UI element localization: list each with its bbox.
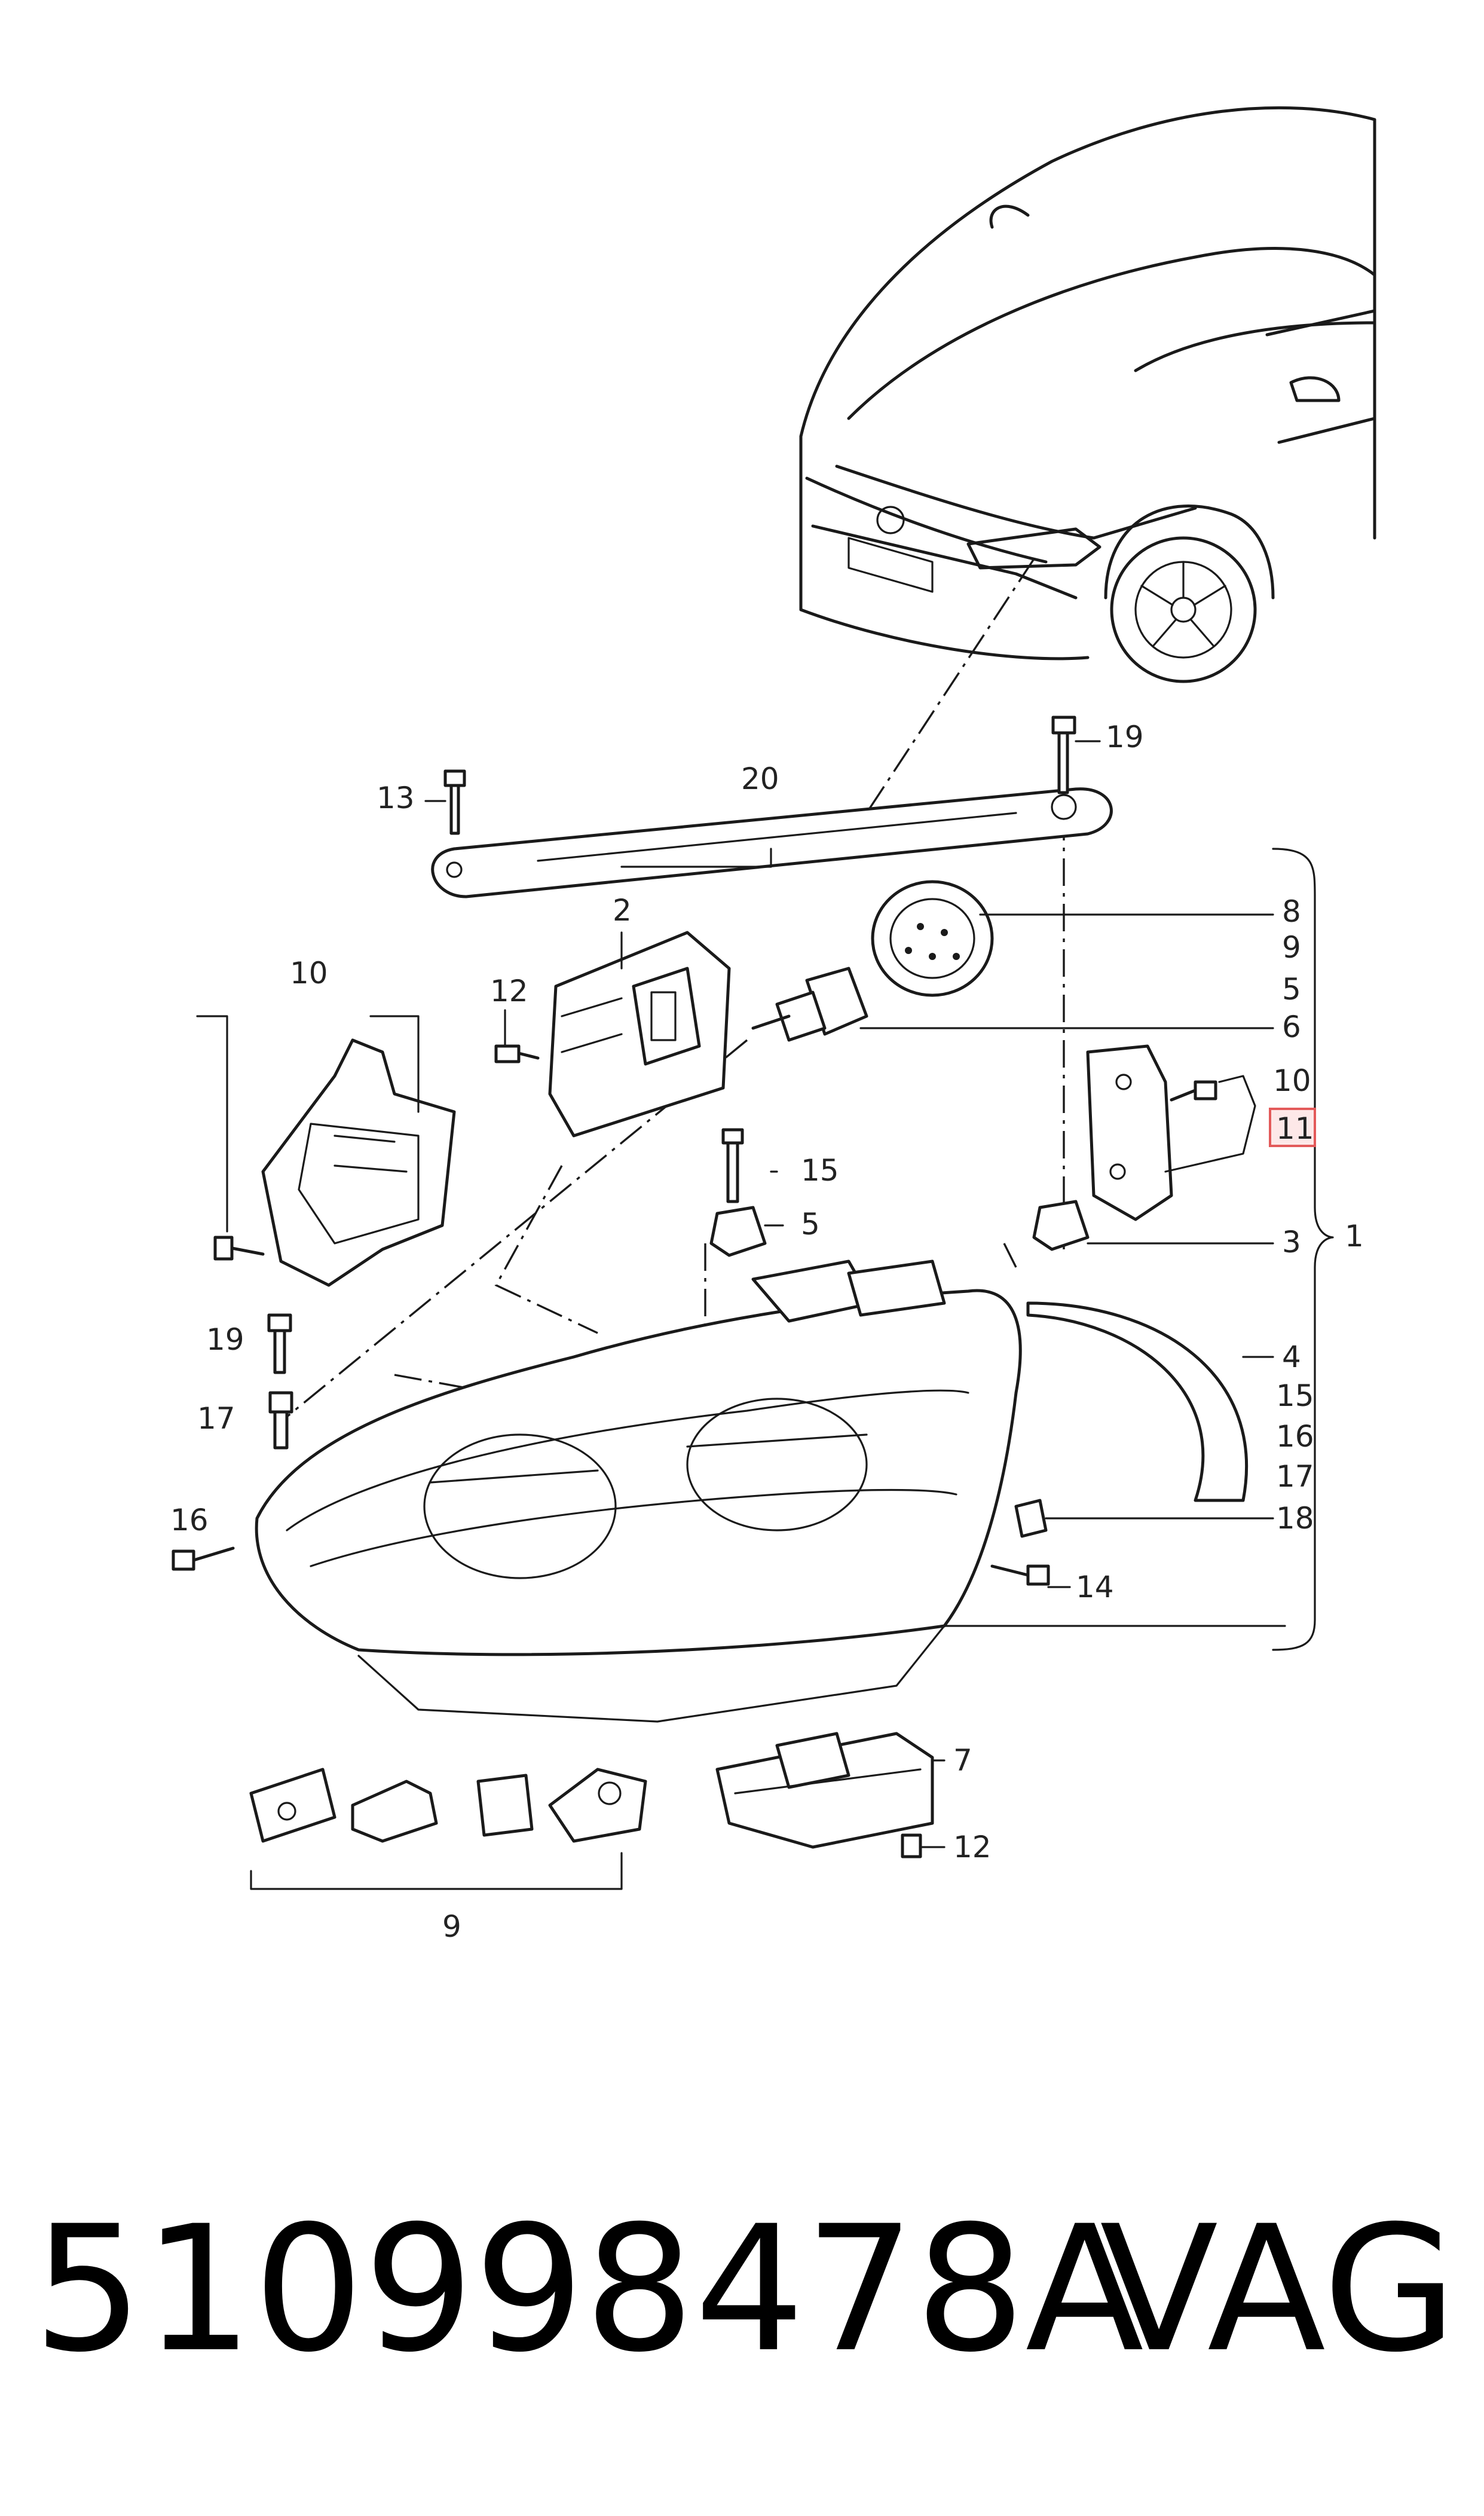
callout-19-left[interactable]: 19 [206, 1322, 244, 1357]
adjuster-plate-part-11[interactable] [1086, 1044, 1173, 1221]
callout-15-top[interactable]: 15 [801, 1153, 839, 1188]
callout-16-left[interactable]: 16 [170, 1503, 209, 1537]
callout-9-bottom[interactable]: 9 [442, 1909, 461, 1944]
screw-12-top[interactable] [494, 1044, 540, 1063]
callout-18[interactable]: 18 [1276, 1501, 1314, 1536]
callout-17-right[interactable]: 17 [1276, 1459, 1314, 1494]
callout-19-top[interactable]: 19 [1106, 720, 1144, 754]
callout-10-left[interactable]: 10 [290, 956, 328, 990]
support-bracket-part-20[interactable] [431, 787, 1113, 898]
callout-17-left[interactable]: 17 [197, 1401, 235, 1436]
control-unit-part-2[interactable] [548, 931, 731, 1138]
callout-10-right[interactable]: 10 [1273, 1063, 1311, 1098]
callout-4[interactable]: 4 [1282, 1340, 1301, 1374]
bulb-part-6[interactable] [751, 967, 868, 1042]
callout-2[interactable]: 2 [613, 893, 632, 928]
callout-5-right[interactable]: 5 [1282, 972, 1301, 1007]
callout-15-right[interactable]: 15 [1276, 1378, 1314, 1413]
callout-9-right[interactable]: 9 [1282, 930, 1301, 965]
trim-strip-part-4[interactable] [1026, 1301, 1248, 1502]
caption: 510998478A VAG [33, 2189, 1457, 2390]
brand-label: VAG [1100, 2189, 1457, 2390]
callout-16-right[interactable]: 16 [1276, 1419, 1314, 1454]
screw-adjuster[interactable] [1170, 1080, 1217, 1102]
part-number: 510998478A [33, 2189, 1145, 2390]
callout-3[interactable]: 3 [1282, 1225, 1301, 1259]
headlight-assembly-part-1[interactable] [255, 1259, 1022, 1723]
screw-13[interactable] [443, 769, 466, 835]
callout-12-bottom[interactable]: 12 [953, 1830, 992, 1864]
callout-11-highlight [1269, 1108, 1316, 1147]
callout-6[interactable]: 6 [1282, 1010, 1301, 1044]
screw-12-bottom[interactable] [901, 1833, 922, 1858]
callout-14[interactable]: 14 [1076, 1570, 1114, 1604]
callout-11[interactable]: 11 [1276, 1111, 1314, 1146]
ballast-unit-part-7[interactable] [715, 1732, 934, 1849]
callout-20[interactable]: 20 [741, 762, 779, 796]
clip-part-18[interactable] [1014, 1499, 1048, 1538]
callout-5[interactable]: 5 [801, 1207, 820, 1242]
callout-7[interactable]: 7 [953, 1743, 972, 1778]
callout-8[interactable]: 8 [1282, 894, 1301, 929]
screw-19-top[interactable] [1051, 716, 1076, 794]
screw-bracket-10[interactable] [213, 1236, 265, 1261]
callout-12-top[interactable]: 12 [490, 974, 528, 1008]
car-illustration [799, 106, 1376, 683]
screw-16[interactable] [172, 1546, 235, 1571]
mount-clip-part-3[interactable] [1032, 1200, 1090, 1251]
mount-clip-part-5[interactable] [709, 1128, 767, 1257]
callout-leaders [196, 740, 1334, 1890]
callout-1[interactable]: 1 [1345, 1219, 1364, 1254]
bracket-part-10[interactable] [261, 1038, 456, 1287]
callout-labels: 20 19 13 2 10 12 8 9 5 6 10 11 15 5 3 1 … [170, 720, 1364, 1944]
screw-14[interactable] [990, 1564, 1050, 1586]
callout-13[interactable]: 13 [377, 781, 415, 815]
connector-set-part-9[interactable] [249, 1768, 647, 1843]
screw-19-left[interactable] [267, 1313, 292, 1374]
cover-cap-part-8[interactable] [871, 880, 994, 997]
screw-17[interactable] [268, 1391, 293, 1450]
